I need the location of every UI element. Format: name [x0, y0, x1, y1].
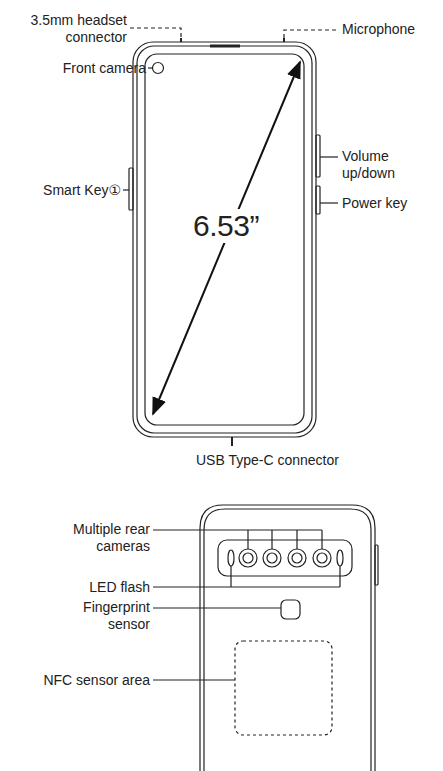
phone-back	[200, 505, 375, 771]
microphone-port	[283, 38, 285, 42]
leader-line	[320, 156, 338, 157]
part-label: Smart Key①	[43, 182, 121, 199]
rear-cameras	[239, 549, 331, 567]
leader-line	[148, 67, 152, 68]
part-label: USB Type-C connector	[196, 452, 339, 469]
leader-line	[284, 30, 338, 38]
part-label: LED flash	[89, 579, 150, 596]
volume-button	[316, 135, 320, 177]
led-flash	[228, 550, 234, 566]
smart-key-button	[129, 168, 133, 210]
phone-body	[133, 42, 316, 437]
nfc-area	[235, 641, 332, 735]
led-flash	[337, 550, 343, 566]
part-label: Power key	[342, 195, 407, 212]
phone-back-edge	[204, 509, 371, 771]
leader-line	[123, 189, 129, 190]
part-label: NFC sensor area	[43, 672, 150, 689]
leader-line	[153, 566, 340, 587]
dimension-arrow	[153, 62, 300, 414]
part-label: Volume up/down	[342, 148, 406, 182]
earpiece	[210, 45, 240, 48]
leader-line	[153, 530, 322, 549]
leader-line	[320, 202, 338, 203]
part-label: 3.5mm headset connector	[22, 12, 127, 46]
phone-bezel	[137, 46, 312, 433]
side-button	[375, 545, 378, 585]
headset-port	[180, 38, 182, 42]
screen	[145, 54, 304, 425]
part-label: Front camera	[63, 60, 146, 77]
camera-module	[218, 540, 352, 576]
leader-line	[153, 607, 281, 608]
part-label: Fingerprint sensor	[65, 599, 150, 633]
part-label: Microphone	[342, 21, 415, 38]
usb-port	[231, 437, 233, 446]
leader-line	[130, 28, 181, 38]
part-label: Multiple rear cameras	[55, 521, 150, 555]
leader-line	[153, 679, 235, 680]
power-button	[316, 186, 320, 214]
dimension-label: 6.53”	[190, 209, 262, 243]
front-camera	[153, 63, 164, 74]
fingerprint-sensor	[281, 600, 300, 619]
